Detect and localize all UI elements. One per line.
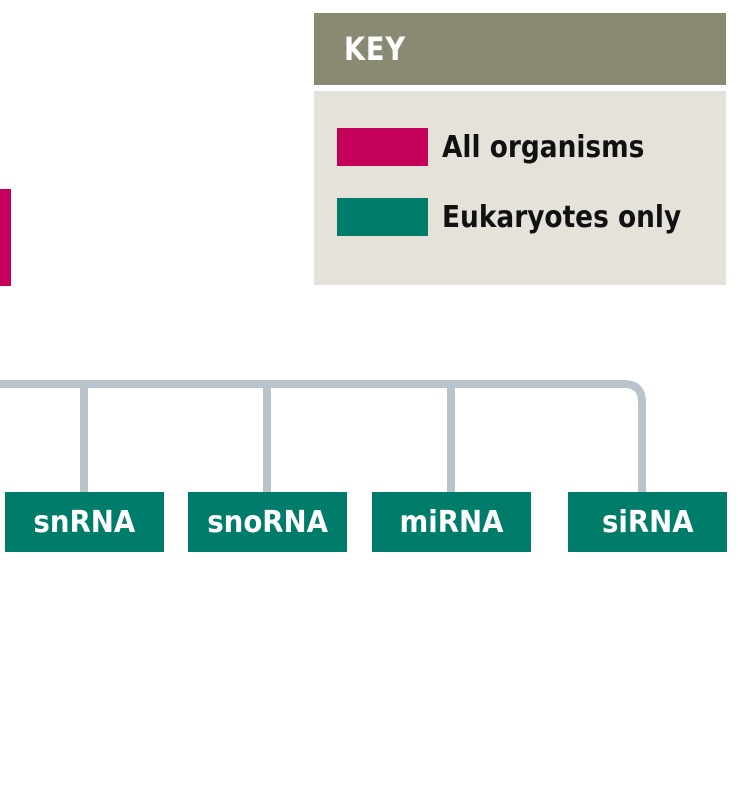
rna-label-snorna: snoRNA xyxy=(207,504,328,540)
partial-all-organisms-box xyxy=(0,189,11,286)
connector-horizontal-line xyxy=(0,380,646,492)
legend-item-eukaryotes-only: Eukaryotes only xyxy=(337,198,714,236)
rna-box-mirna: miRNA xyxy=(372,492,531,552)
key-header: KEY xyxy=(314,13,726,85)
rna-box-snrna: snRNA xyxy=(5,492,164,552)
rna-label-sirna: siRNA xyxy=(601,504,694,540)
key-title: KEY xyxy=(344,30,406,68)
legend-swatch-teal xyxy=(337,198,428,236)
rna-box-snorna: snoRNA xyxy=(188,492,347,552)
rna-box-sirna: siRNA xyxy=(568,492,727,552)
rna-label-mirna: miRNA xyxy=(399,504,504,540)
rna-label-snrna: snRNA xyxy=(33,504,136,540)
legend-item-all-organisms: All organisms xyxy=(337,128,672,166)
key-legend: All organisms Eukaryotes only xyxy=(314,91,726,285)
legend-label-eukaryotes-only: Eukaryotes only xyxy=(442,199,682,235)
legend-swatch-magenta xyxy=(337,128,428,166)
legend-label-all-organisms: All organisms xyxy=(442,129,645,165)
